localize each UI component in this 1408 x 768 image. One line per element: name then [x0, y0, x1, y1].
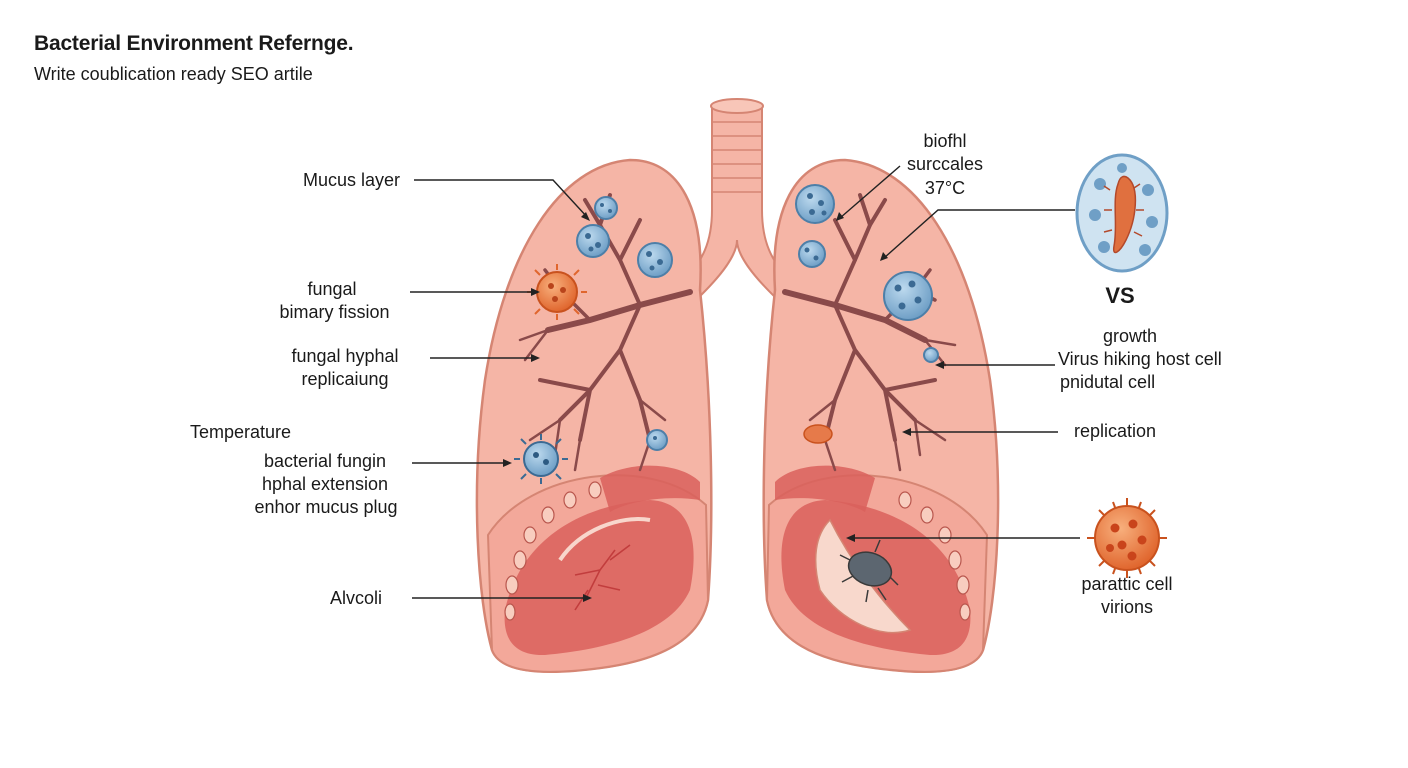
label-bacterial-fungin: bacterial fungin: [263, 451, 387, 471]
label-hphal-extension: hphal extension: [261, 474, 389, 494]
leader-lines: [410, 165, 1080, 599]
right-lung: [762, 158, 1000, 674]
left-lung: [475, 158, 713, 674]
page-title: Bacterial Environment Referngе.: [34, 32, 354, 55]
label-growth: growth: [1102, 326, 1158, 346]
label-binary-fission: bimary fission: [279, 302, 390, 322]
blue-microbe: [576, 184, 939, 451]
spiky-blue-virus: [514, 434, 568, 484]
page-subtitle: Write coublication ready SEO artile: [34, 64, 313, 84]
cell-inset-icon: [1075, 153, 1169, 273]
label-parattic-cell: parattic cell: [1081, 574, 1173, 594]
dark-bacterium: [839, 539, 899, 603]
label-replication: replication: [1074, 421, 1157, 441]
label-temp-37: 37°C: [924, 178, 966, 198]
small-orange-microbe: [803, 424, 833, 444]
label-alveoli: Alvcoli: [329, 588, 382, 608]
label-pnidutal-cell: pnidutal cell: [1060, 372, 1156, 392]
label-enhor-mucus-plug: enhor mucus plug: [254, 497, 398, 517]
orange-virus-icon: [1087, 498, 1167, 578]
label-temperature: Temperature: [190, 422, 292, 442]
label-surccales: surccales: [906, 154, 984, 174]
label-biofhl: biofhl: [923, 131, 967, 151]
label-virus-hiking: Virus hiking host cell: [1058, 349, 1222, 369]
label-virions: virions: [1100, 597, 1153, 617]
label-fungal: fungal: [307, 279, 357, 299]
leader-arrowheads: [503, 212, 944, 602]
label-vs: VS: [1105, 283, 1135, 308]
label-replicaiung: replicaiung: [301, 369, 389, 389]
label-fungal-hyphal: fungal hyphal: [291, 346, 399, 366]
label-mucus-layer: Mucus layer: [302, 170, 400, 190]
